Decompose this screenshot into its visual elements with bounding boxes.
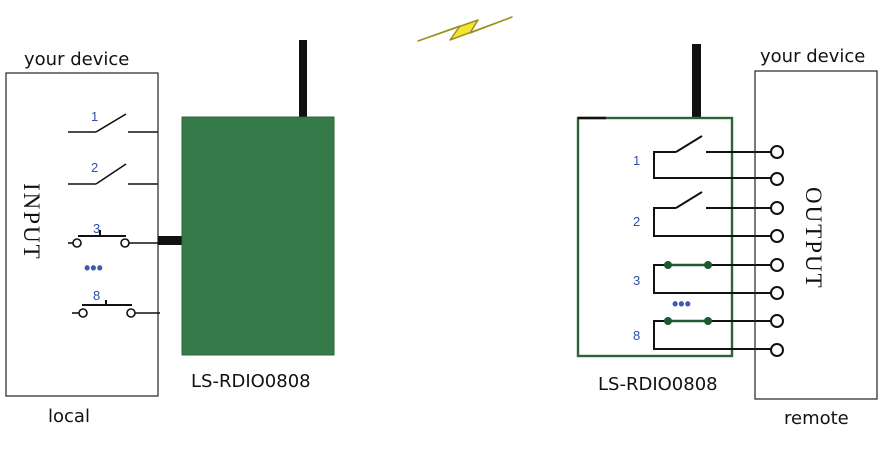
- input-switch-1: 1: [68, 109, 158, 133]
- input-label: INPUT: [19, 183, 44, 261]
- module-label-right: LS-RDIO0808: [598, 374, 718, 395]
- output-relay-2: 2: [633, 191, 771, 237]
- input-button-3: 3: [68, 221, 160, 248]
- input-button-8: 8: [72, 288, 160, 318]
- output-relay-8: 8: [633, 317, 771, 350]
- module-label-left: LS-RDIO0808: [191, 371, 311, 392]
- input-ellipsis: •••: [84, 258, 103, 278]
- output-relay-number: 1: [633, 153, 640, 168]
- your-device-label-right: your device: [760, 46, 865, 67]
- output-terminals: [770, 145, 784, 357]
- input-switch-2: 2: [68, 160, 158, 185]
- input-switch-number: 1: [91, 109, 98, 124]
- output-relay-number: 2: [633, 214, 640, 229]
- input-cable: [158, 236, 182, 245]
- output-relay-1: 1: [633, 135, 771, 179]
- module-left: [181, 116, 335, 356]
- your-device-label-left: your device: [24, 49, 129, 70]
- input-switch-number: 3: [93, 221, 100, 236]
- local-label: local: [48, 406, 90, 427]
- output-relay-number: 8: [633, 328, 640, 343]
- input-switch-number: 8: [93, 288, 100, 303]
- output-relay-number: 3: [633, 273, 640, 288]
- output-ellipsis: •••: [672, 294, 691, 314]
- remote-label: remote: [784, 408, 849, 429]
- remote-device-box: [754, 70, 878, 400]
- output-label: OUTPUT: [801, 187, 826, 290]
- local-device-box: [5, 72, 159, 397]
- input-switch-number: 2: [91, 160, 98, 175]
- wireless-lightning-icon: [417, 16, 513, 42]
- antenna-right: [692, 44, 701, 119]
- output-relay-3: 3: [633, 261, 771, 294]
- antenna-left: [299, 40, 307, 118]
